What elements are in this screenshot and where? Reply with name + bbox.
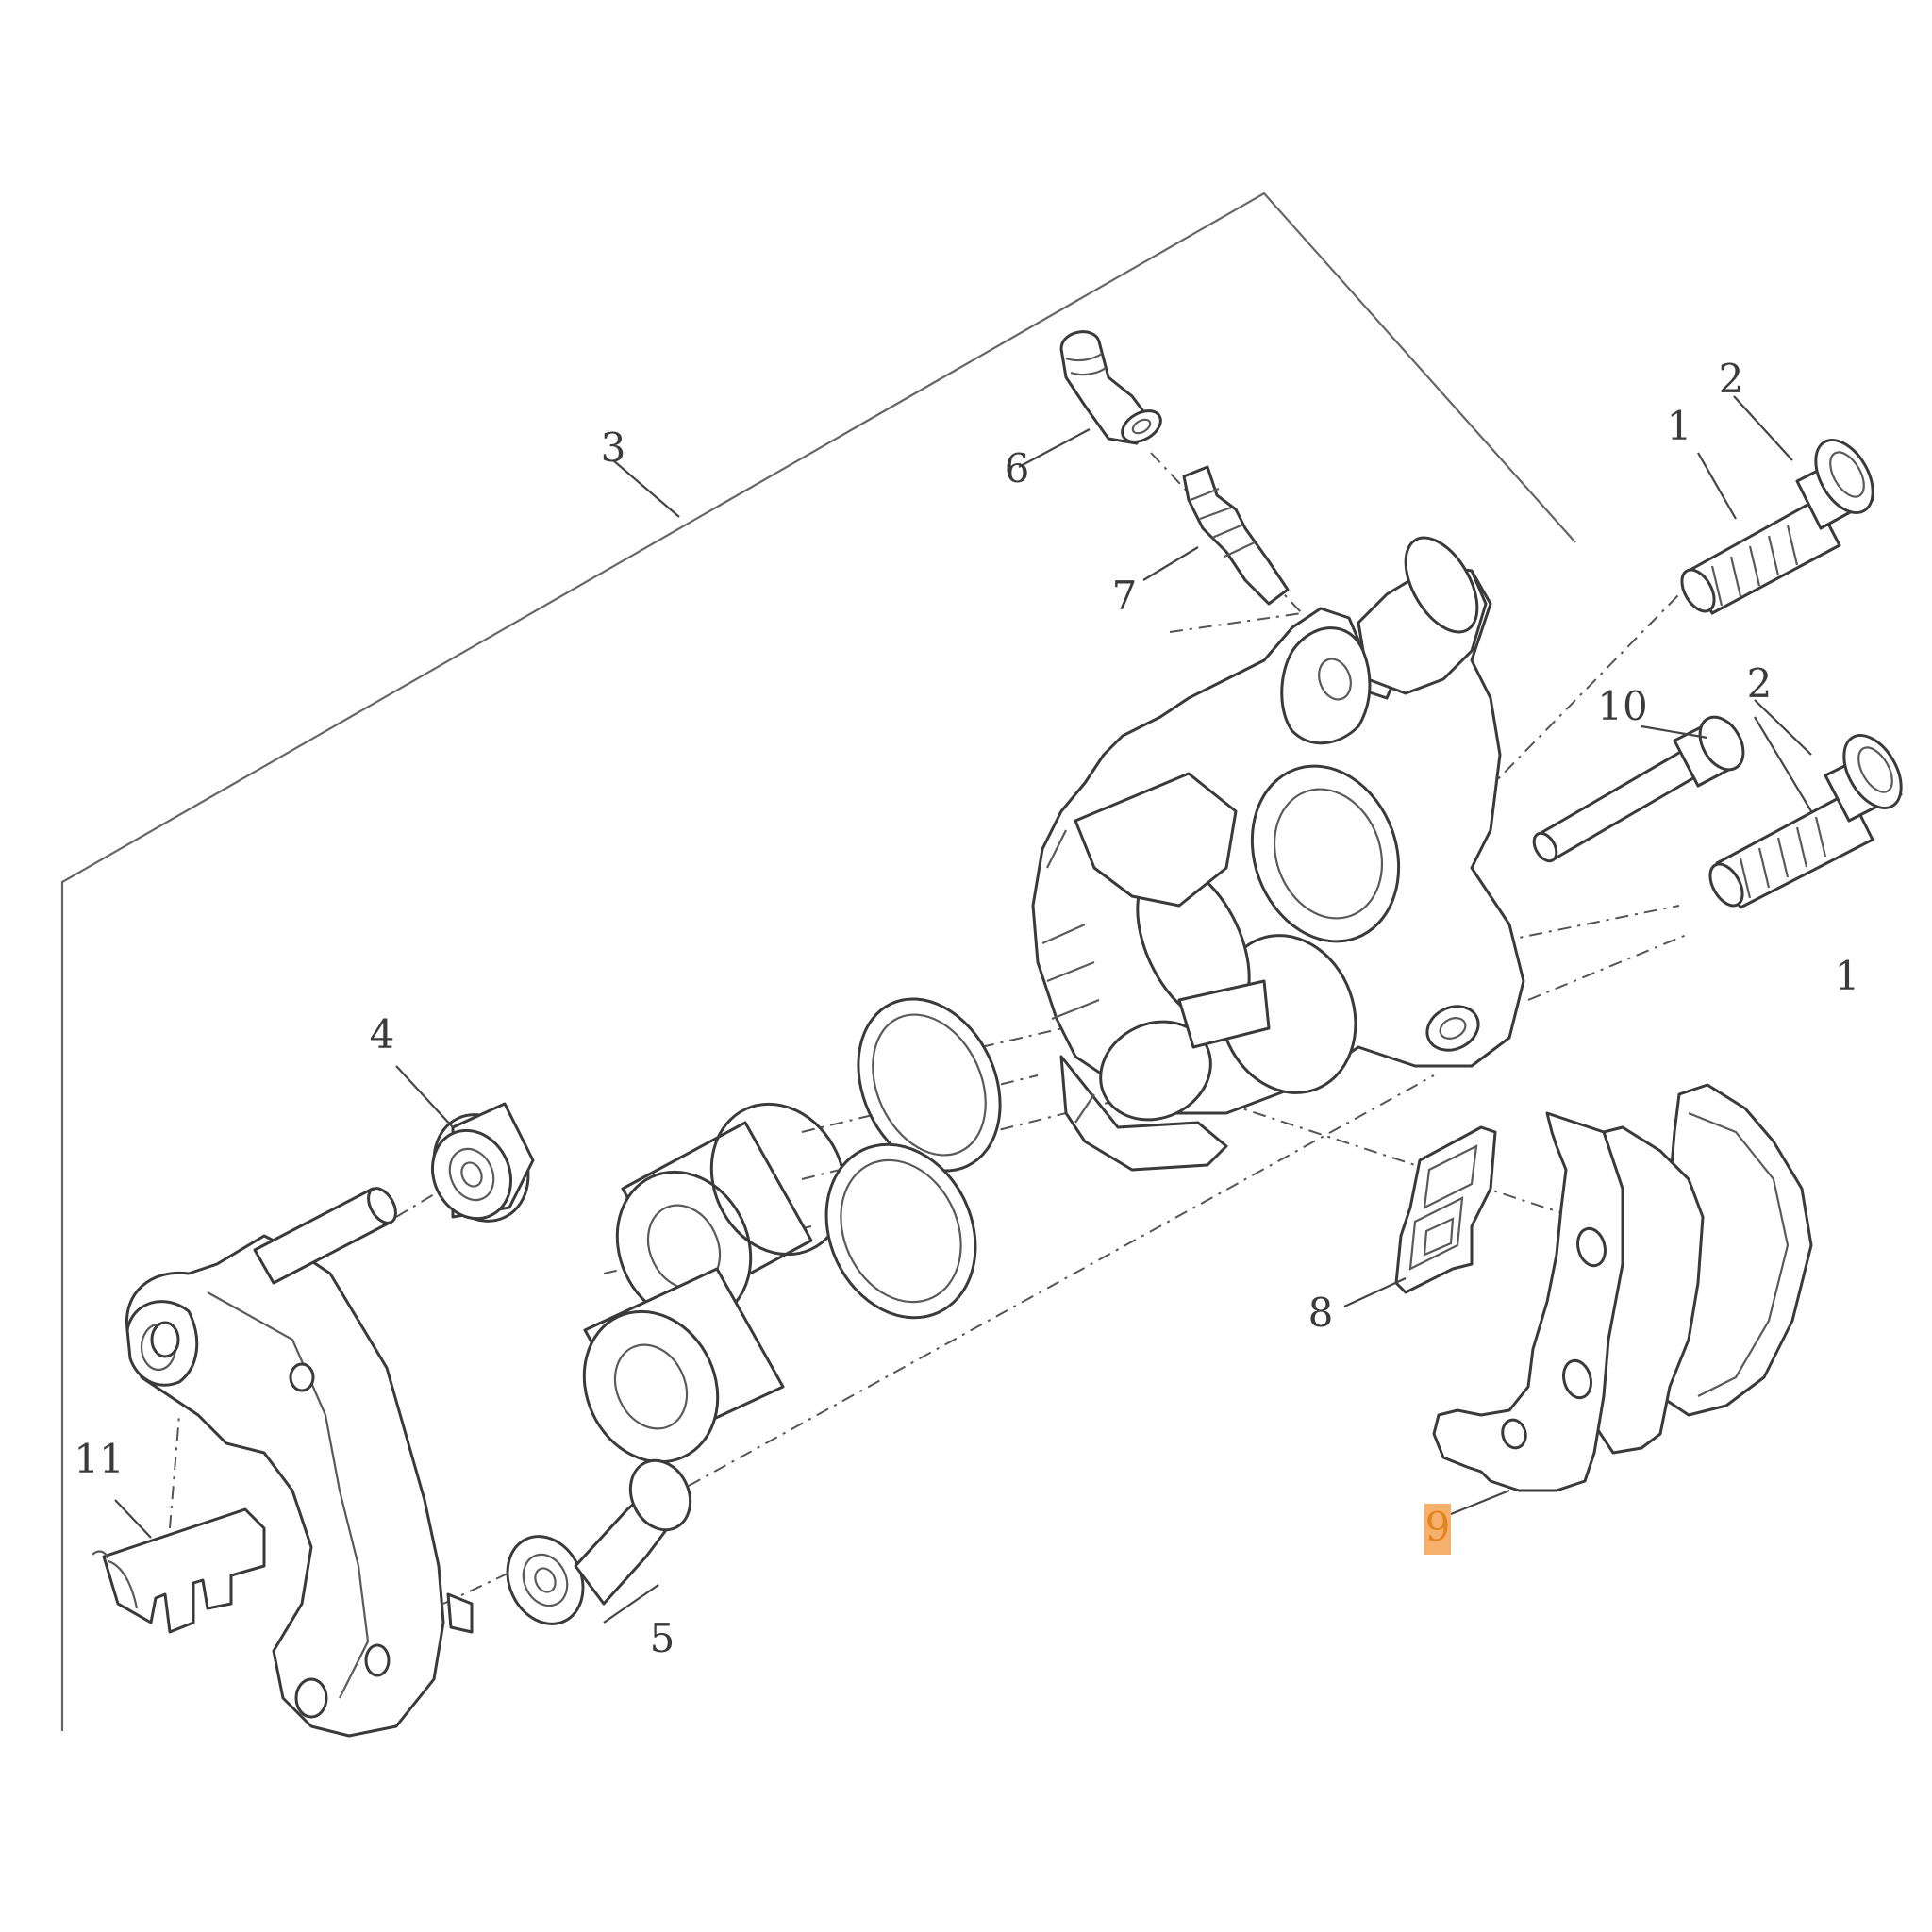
callout-2-lower[interactable]: 2 [1747, 660, 1773, 707]
bushing [430, 1102, 535, 1223]
piston-seal-lower [824, 1142, 977, 1320]
mounting-bolt-lower [1708, 734, 1903, 909]
callout-8[interactable]: 8 [1308, 1290, 1334, 1336]
callout-9[interactable]: 9 [1425, 1504, 1451, 1550]
callout-leaders [114, 395, 1812, 1624]
caliper-mounting-bracket [125, 1187, 474, 1738]
callout-labels: 1 2 3 4 5 6 7 8 9 10 1 2 11 [74, 356, 1859, 1661]
callout-4[interactable]: 4 [370, 1011, 395, 1058]
callout-highlight-9 [1424, 1504, 1451, 1555]
callout-11[interactable]: 11 [74, 1436, 124, 1482]
anti-rattle-clip [1394, 1125, 1497, 1294]
caliper-body [1031, 536, 1525, 1172]
slide-pin [506, 1458, 692, 1625]
mounting-bolt-upper [1680, 439, 1874, 615]
bleeder-valve [1182, 465, 1290, 606]
callout-6[interactable]: 6 [1005, 445, 1030, 491]
brake-line-fitting [1059, 330, 1162, 445]
pad-pin [1532, 715, 1745, 863]
callout-1-lower[interactable]: 1 [1835, 953, 1860, 999]
callout-2-upper[interactable]: 2 [1719, 356, 1744, 402]
assembly-bracket-3 [60, 192, 1576, 1731]
callout-5[interactable]: 5 [650, 1615, 675, 1661]
callout-7[interactable]: 7 [1112, 573, 1138, 619]
callout-1-upper[interactable]: 1 [1667, 403, 1692, 449]
brake-pad-set [1432, 1083, 1813, 1492]
callout-10[interactable]: 10 [1597, 683, 1647, 729]
piston-lower [582, 1267, 785, 1464]
pad-spring [92, 1507, 266, 1634]
callout-3[interactable]: 3 [601, 425, 626, 471]
piston-seal-upper [857, 997, 1002, 1173]
